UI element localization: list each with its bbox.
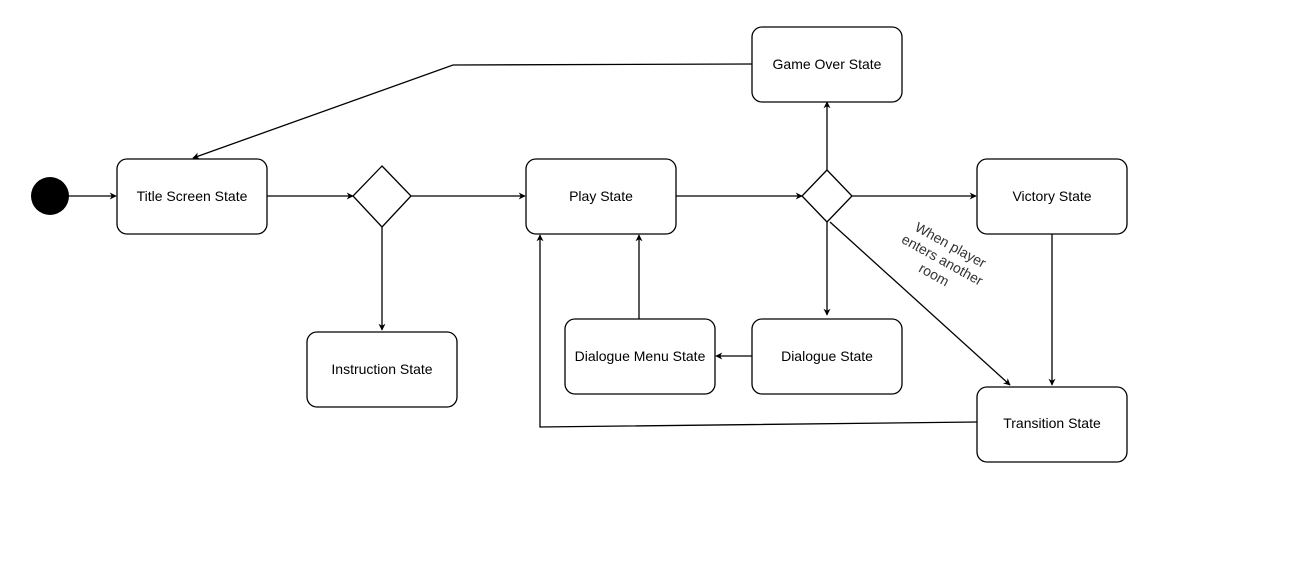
state-game-over: Game Over State bbox=[751, 26, 903, 103]
state-play-label: Play State bbox=[569, 188, 633, 204]
edge-gameover-to-title bbox=[192, 63, 753, 160]
decision-node-after-title bbox=[352, 165, 412, 228]
state-instruction: Instruction State bbox=[306, 331, 458, 408]
state-victory: Victory State bbox=[976, 158, 1128, 235]
edge-decision2-to-transition bbox=[829, 221, 1011, 386]
state-victory-label: Victory State bbox=[1012, 188, 1091, 204]
state-dialogue-menu: Dialogue Menu State bbox=[564, 318, 716, 395]
decision-node-after-play bbox=[801, 169, 853, 223]
state-title-screen-label: Title Screen State bbox=[137, 188, 248, 204]
state-dialogue: Dialogue State bbox=[751, 318, 903, 395]
state-transition: Transition State bbox=[976, 386, 1128, 463]
edge-transition-to-play bbox=[536, 234, 978, 428]
state-transition-label: Transition State bbox=[1003, 415, 1101, 431]
state-dialogue-menu-label: Dialogue Menu State bbox=[575, 348, 706, 364]
edges bbox=[69, 63, 1056, 428]
initial-node bbox=[31, 177, 69, 215]
state-play: Play State bbox=[525, 158, 677, 235]
state-game-over-label: Game Over State bbox=[773, 56, 882, 72]
state-instruction-label: Instruction State bbox=[331, 361, 432, 377]
state-dialogue-label: Dialogue State bbox=[781, 348, 873, 364]
state-title-screen: Title Screen State bbox=[116, 158, 268, 235]
